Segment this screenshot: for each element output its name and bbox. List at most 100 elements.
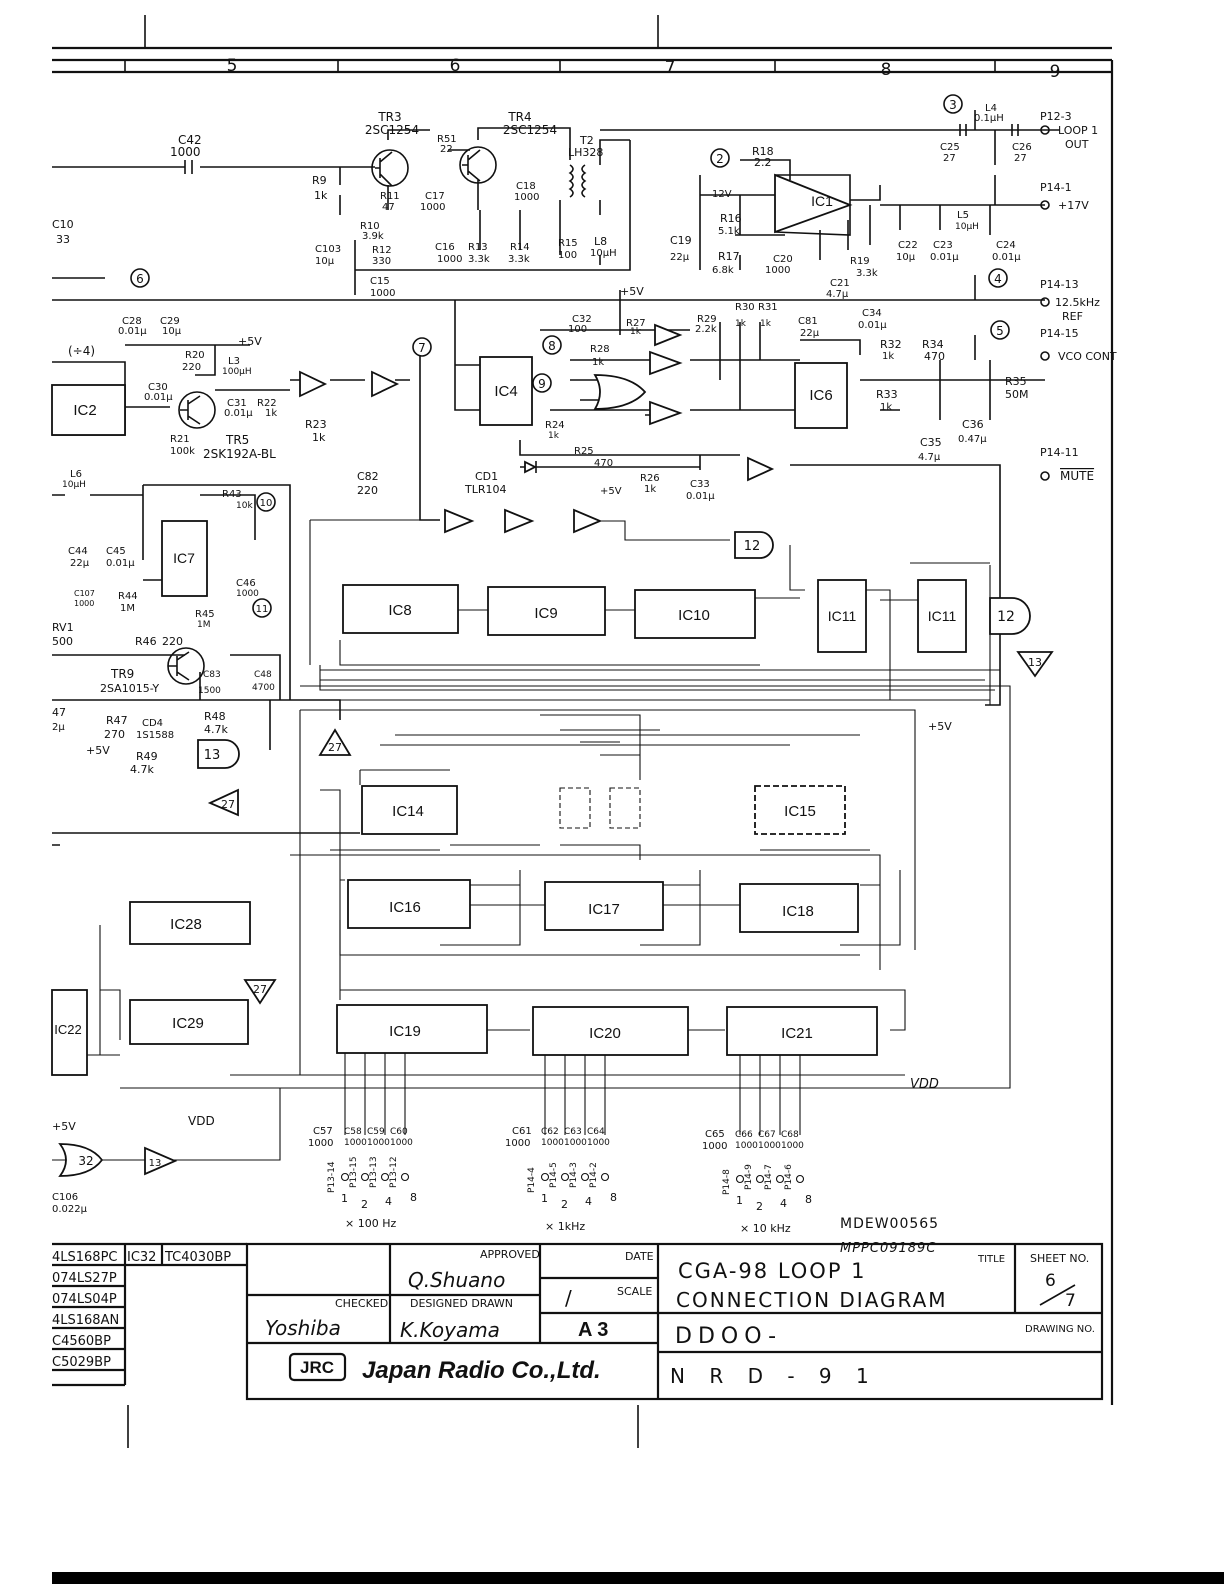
svg-text:R49: R49 bbox=[136, 750, 158, 763]
title-block: APPROVED Q.Shuano CHECKED Yoshiba DESIGN… bbox=[245, 1242, 1104, 1401]
svg-text:C63: C63 bbox=[564, 1127, 582, 1137]
r15-value: 100 bbox=[558, 250, 577, 261]
svg-text:32: 32 bbox=[78, 1154, 93, 1168]
svg-text:P14-4: P14-4 bbox=[527, 1167, 537, 1193]
c19-label: C19 bbox=[670, 234, 692, 247]
approved-signature: Q.Shuano bbox=[408, 1268, 505, 1292]
r51-value: 22 bbox=[440, 144, 453, 155]
r16-value: 5.1k bbox=[718, 226, 740, 237]
svg-text:1k: 1k bbox=[644, 484, 656, 495]
r18-label: R18 bbox=[752, 145, 774, 158]
title-label: TITLE bbox=[977, 1254, 1005, 1265]
svg-text:074LS04P: 074LS04P bbox=[52, 1292, 117, 1307]
r9-value: 1k bbox=[314, 189, 328, 202]
ic18-label: IC18 bbox=[782, 903, 814, 920]
ic21-block: IC21 bbox=[726, 1006, 878, 1056]
svg-text:47: 47 bbox=[52, 706, 66, 719]
tr4-ref: TR4 bbox=[507, 110, 531, 124]
svg-text:1000: 1000 bbox=[236, 589, 259, 599]
ic16-label: IC16 bbox=[389, 899, 421, 916]
grid-col-7: 7 bbox=[665, 58, 676, 78]
cd1-led bbox=[524, 460, 538, 474]
svg-text:R23: R23 bbox=[305, 418, 327, 431]
svg-text:7: 7 bbox=[418, 341, 426, 355]
svg-text:× 100 Hz: × 100 Hz bbox=[345, 1217, 396, 1230]
p14-1-label: +17V bbox=[1058, 199, 1089, 212]
ic9-block: IC9 bbox=[487, 586, 606, 636]
l8-value: 10μH bbox=[590, 248, 617, 259]
sheet-total: 7 bbox=[1065, 1291, 1076, 1311]
t2-transformer bbox=[568, 164, 587, 198]
svg-text:1k: 1k bbox=[548, 431, 560, 441]
svg-text:4.7μ: 4.7μ bbox=[918, 452, 941, 463]
svg-text:C58: C58 bbox=[344, 1127, 362, 1137]
drawing-no-label: DRAWING NO. bbox=[1025, 1324, 1095, 1335]
svg-text:P14-3: P14-3 bbox=[569, 1162, 579, 1188]
svg-text:R25: R25 bbox=[574, 446, 594, 457]
r11-label: R11 bbox=[380, 191, 400, 202]
svg-text:1k: 1k bbox=[592, 357, 604, 368]
svg-text:470: 470 bbox=[594, 458, 613, 469]
marker-8: 8 bbox=[542, 335, 562, 355]
svg-text:1k: 1k bbox=[312, 431, 326, 444]
svg-text:+5V: +5V bbox=[86, 744, 110, 757]
svg-text:1000: 1000 bbox=[390, 1138, 413, 1148]
svg-text:220: 220 bbox=[182, 362, 201, 373]
c18-label: C18 bbox=[516, 181, 536, 192]
svg-text:1000: 1000 bbox=[781, 1141, 804, 1151]
svg-text:100μH: 100μH bbox=[222, 367, 252, 377]
c24-value: 0.01μ bbox=[992, 252, 1021, 263]
c42-value: 1000 bbox=[170, 145, 201, 159]
svg-text:+5V: +5V bbox=[928, 720, 952, 733]
svg-text:1000: 1000 bbox=[541, 1138, 564, 1148]
svg-text:4LS168AN: 4LS168AN bbox=[52, 1313, 119, 1328]
bottom-labels: VDD VDD +5V C106 0.022μ C57 1000 C58 C59… bbox=[52, 1077, 939, 1215]
svg-text:C83: C83 bbox=[203, 670, 221, 680]
r13-label: R13 bbox=[468, 242, 488, 253]
ic10-label: IC10 bbox=[678, 607, 710, 624]
svg-text:27: 27 bbox=[221, 798, 235, 811]
c26-label: C26 bbox=[1012, 142, 1032, 153]
svg-text:100: 100 bbox=[568, 324, 587, 335]
ic14-label: IC14 bbox=[392, 803, 424, 820]
marker-4: 4 bbox=[988, 268, 1008, 288]
svg-text:C29: C29 bbox=[160, 316, 180, 327]
p12-3-sub: OUT bbox=[1065, 138, 1089, 151]
c23-value: 0.01μ bbox=[930, 252, 959, 263]
ic10-block: IC10 bbox=[634, 589, 756, 639]
c15-label: C15 bbox=[370, 276, 390, 287]
c16-value: 1000 bbox=[437, 254, 462, 265]
svg-text:IC32: IC32 bbox=[127, 1250, 156, 1265]
svg-text:1k: 1k bbox=[630, 327, 642, 337]
scale-label: SCALE bbox=[617, 1285, 652, 1298]
sheet-number: 6 bbox=[1045, 1271, 1056, 1291]
r13-value: 3.3k bbox=[468, 254, 490, 265]
svg-text:4.7k: 4.7k bbox=[130, 763, 154, 776]
svg-text:500: 500 bbox=[52, 635, 73, 648]
p12-3-pin: P12-3 bbox=[1040, 110, 1072, 123]
r12-value: 330 bbox=[372, 256, 391, 267]
svg-text:JRC: JRC bbox=[300, 1358, 334, 1377]
svg-text:C30: C30 bbox=[148, 382, 168, 393]
ic17-label: IC17 bbox=[588, 901, 620, 918]
tr3-ref: TR3 bbox=[377, 110, 401, 124]
svg-text:1000: 1000 bbox=[587, 1138, 610, 1148]
svg-text:R26: R26 bbox=[640, 473, 660, 484]
svg-text:P13-13: P13-13 bbox=[369, 1156, 379, 1188]
designed-signature: K.Koyama bbox=[400, 1318, 500, 1342]
svg-text:C45: C45 bbox=[106, 546, 126, 557]
checked-signature: Yoshiba bbox=[265, 1316, 341, 1340]
pin-group-10khz: P14-8 P14-9 P14-7 P14-6 1 2 4 8 × 10 kHz bbox=[722, 1164, 812, 1235]
svg-text:(÷4): (÷4) bbox=[68, 344, 95, 358]
svg-text:R21: R21 bbox=[170, 434, 190, 445]
c22-label: C22 bbox=[898, 240, 918, 251]
c24-label: C24 bbox=[996, 240, 1016, 251]
ic6-label: IC6 bbox=[809, 387, 832, 404]
svg-text:1: 1 bbox=[736, 1194, 743, 1207]
marker-7: 7 bbox=[412, 337, 432, 357]
svg-text:R35: R35 bbox=[1005, 375, 1027, 388]
ic9-label: IC9 bbox=[534, 605, 557, 622]
svg-text:0.01μ: 0.01μ bbox=[686, 491, 715, 502]
pin-group-100hz: P13-14 P13-15 P13-13 P13-12 1 2 4 8 × 10… bbox=[327, 1156, 417, 1230]
svg-text:50M: 50M bbox=[1005, 388, 1029, 401]
